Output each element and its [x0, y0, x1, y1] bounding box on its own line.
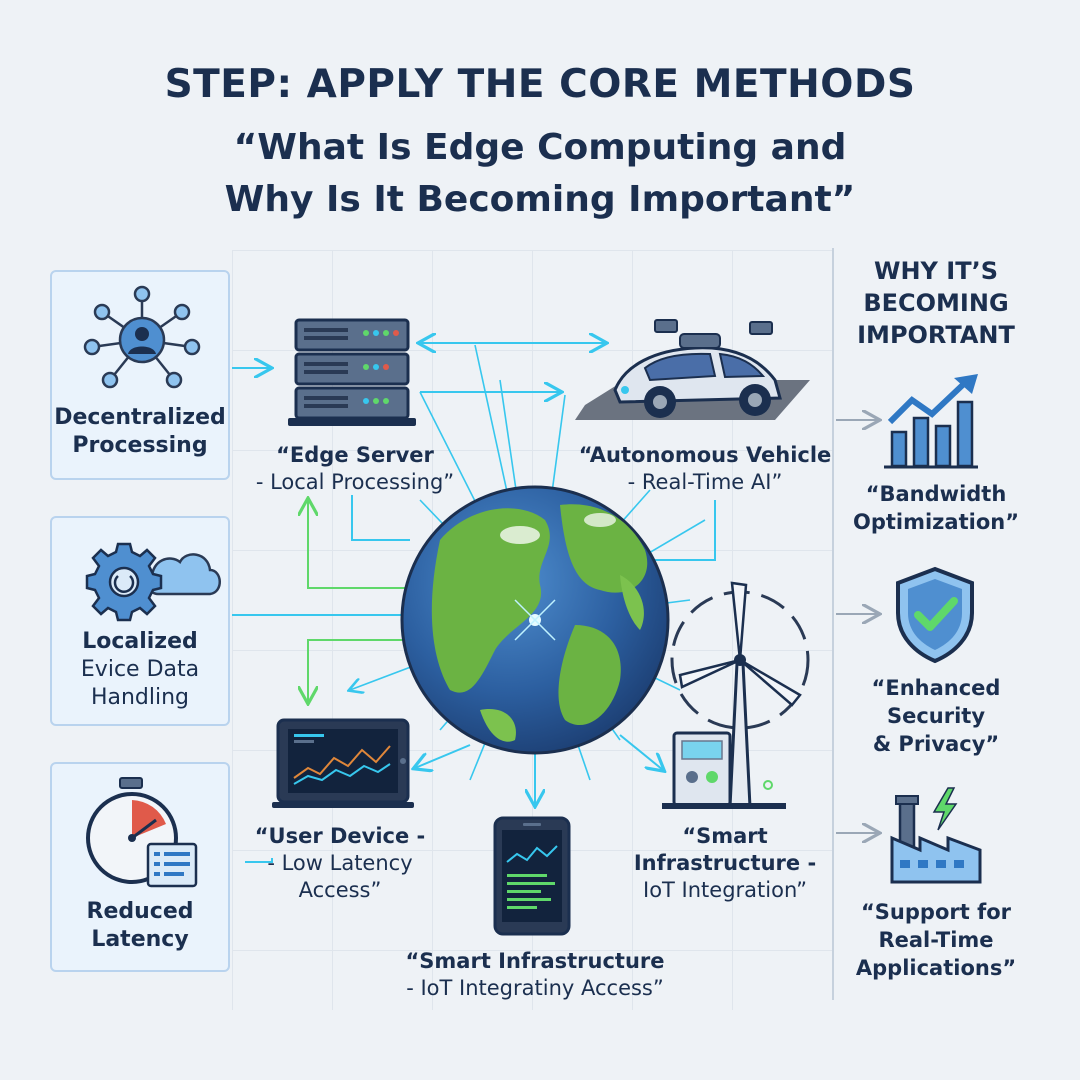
card-label-line-2: Evice Data — [80, 657, 200, 682]
shield-check-icon — [896, 566, 974, 664]
card-localized-data-handling: Localized Evice Data Handling — [50, 516, 230, 726]
card-label-line-1: Decentralized — [54, 405, 226, 430]
network-user-icon — [83, 285, 201, 389]
card-label-line-1: Localized — [82, 629, 198, 654]
factory-power-icon — [890, 787, 982, 884]
user-device-title: “User Device - — [254, 824, 426, 848]
benefit-real-time: “Support for Real-Time Applications” — [836, 898, 1036, 982]
benefit-security-line-1: “Enhanced — [871, 676, 1001, 700]
stopwatch-icon — [86, 777, 198, 888]
label-smart-infrastructure-bottom: “Smart Infrastructure - IoT Integratiny … — [380, 948, 690, 1002]
phone-icon — [493, 816, 571, 936]
panel-divider — [832, 248, 834, 1000]
card-label-line-3: Handling — [90, 685, 190, 710]
heading-line-3: IMPORTANT — [857, 321, 1015, 349]
user-device-line-2: - Low Latency — [267, 851, 413, 875]
benefit-bandwidth-line-1: “Bandwidth — [865, 482, 1007, 506]
growth-chart-icon — [884, 374, 978, 469]
card-label-line-1: Reduced — [86, 899, 194, 924]
vehicle-title: “Autonomous Vehicle — [578, 443, 832, 467]
benefit-security-line-2: Security — [886, 704, 986, 728]
label-edge-server: “Edge Server - Local Processing” — [240, 442, 470, 496]
benefit-real-time-line-3: Applications” — [855, 956, 1017, 980]
tablet-icon — [272, 718, 414, 808]
right-panel-heading: WHY IT’S BECOMING IMPORTANT — [836, 255, 1036, 351]
smart-infra-bottom-title: “Smart Infrastructure — [405, 949, 665, 973]
page-subtitle: “What Is Edge Computing and Why Is It Be… — [0, 122, 1080, 226]
label-autonomous-vehicle: “Autonomous Vehicle - Real-Time AI” — [575, 442, 835, 496]
heading-line-1: WHY IT’S — [874, 257, 998, 285]
label-smart-infrastructure-right: “Smart Infrastructure - IoT Integration” — [625, 823, 825, 904]
benefit-real-time-line-2: Real-Time — [878, 928, 994, 952]
smart-infra-right-line-3: IoT Integration” — [643, 878, 807, 902]
user-device-line-3: Access” — [298, 878, 382, 902]
autonomous-car-icon — [575, 319, 810, 420]
globe-icon — [400, 485, 670, 755]
card-decentralized-processing: Decentralized Processing — [50, 270, 230, 480]
card-label-line-2: Processing — [72, 433, 208, 458]
card-label-line-2: Latency — [91, 927, 189, 952]
smart-infra-right-line-1: “Smart — [682, 824, 768, 848]
benefit-arrows — [836, 420, 878, 833]
server-rack-icon — [288, 318, 416, 426]
edge-server-title: “Edge Server — [276, 443, 434, 467]
benefit-security-line-3: & Privacy” — [872, 732, 1000, 756]
card-reduced-latency: Reduced Latency — [50, 762, 230, 972]
benefit-real-time-line-1: “Support for — [861, 900, 1011, 924]
subtitle-line-2: Why Is It Becoming Important” — [224, 179, 856, 220]
page-title: STEP: APPLY THE CORE METHODS — [164, 62, 916, 107]
smart-infra-bottom-subtitle: - IoT Integratiny Access” — [406, 976, 664, 1000]
label-user-device: “User Device - - Low Latency Access” — [240, 823, 440, 904]
smart-infra-right-line-2: Infrastructure - — [633, 851, 817, 875]
benefit-bandwidth: “Bandwidth Optimization” — [836, 480, 1036, 536]
green-connectors — [308, 500, 410, 702]
benefit-bandwidth-line-2: Optimization” — [852, 510, 1019, 534]
heading-line-2: BECOMING — [863, 289, 1009, 317]
edge-server-subtitle: - Local Processing” — [255, 470, 455, 494]
gear-cloud-icon — [85, 542, 221, 622]
subtitle-line-1: “What Is Edge Computing and — [233, 127, 847, 168]
wind-turbine-icon — [662, 581, 810, 809]
vehicle-subtitle: - Real-Time AI” — [627, 470, 783, 494]
benefit-security: “Enhanced Security & Privacy” — [836, 674, 1036, 758]
